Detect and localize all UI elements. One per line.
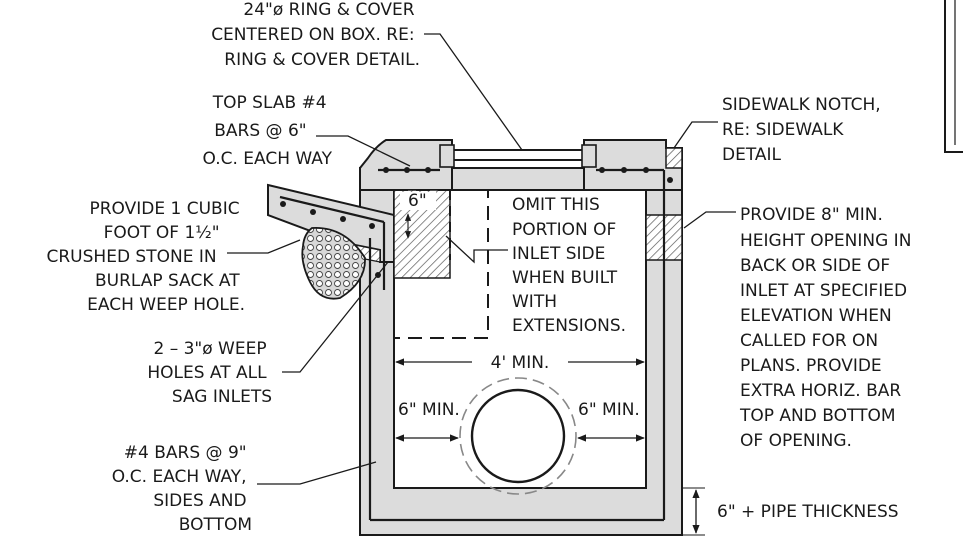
note-omit-portion-line: INLET SIDE bbox=[512, 244, 605, 264]
note-ring-cover-line: RING & COVER DETAIL. bbox=[224, 50, 420, 70]
note-sidewalk-notch: SIDEWALK NOTCH, RE: SIDEWALK DETAIL bbox=[722, 95, 886, 165]
note-bars-9: #4 BARS @ 9" O.C. EACH WAY, SIDES AND BO… bbox=[112, 443, 252, 535]
note-top-slab-line: O.C. EACH WAY bbox=[203, 149, 333, 169]
note-opening-line: BACK OR SIDE OF bbox=[740, 256, 890, 276]
note-weep-holes-line: HOLES AT ALL bbox=[147, 363, 267, 383]
note-opening-line: TOP AND BOTTOM bbox=[739, 406, 896, 426]
note-opening-line: OF OPENING. bbox=[740, 431, 852, 451]
bar-dots bbox=[280, 167, 673, 278]
dim-floor-thickness: 6" + PIPE THICKNESS bbox=[682, 487, 899, 536]
note-weep-holes-line: SAG INLETS bbox=[172, 387, 272, 407]
leader-lines bbox=[227, 33, 736, 485]
sheet-border-fragment bbox=[944, 0, 963, 153]
sidewalk-notch bbox=[665, 147, 683, 169]
note-sidewalk-notch-line: RE: SIDEWALK bbox=[722, 120, 844, 140]
note-top-slab-line: TOP SLAB #4 bbox=[212, 93, 327, 113]
note-crushed-stone-line: EACH WEEP HOLE. bbox=[87, 295, 245, 315]
note-crushed-stone-line: CRUSHED STONE IN bbox=[47, 247, 217, 267]
note-top-slab: TOP SLAB #4 BARS @ 6" O.C. EACH WAY bbox=[203, 93, 333, 169]
note-crushed-stone-line: PROVIDE 1 CUBIC bbox=[89, 199, 239, 219]
ring-and-cover bbox=[439, 144, 597, 168]
dim-6in-min-right: 6" MIN. bbox=[577, 400, 645, 442]
note-opening-line: HEIGHT OPENING IN bbox=[740, 231, 911, 251]
note-crushed-stone: PROVIDE 1 CUBIC FOOT OF 1½" CRUSHED STON… bbox=[47, 199, 246, 315]
note-weep-holes-line: 2 – 3"ø WEEP bbox=[153, 339, 266, 359]
note-ring-cover: 24"ø RING & COVER CENTERED ON BOX. RE: R… bbox=[211, 0, 420, 70]
note-bars-9-line: SIDES AND bbox=[153, 491, 246, 511]
crushed-stone-sack bbox=[301, 227, 366, 300]
note-omit-portion-line: EXTENSIONS. bbox=[512, 316, 626, 336]
inlet-box-walls bbox=[359, 167, 683, 536]
note-omit-portion: OMIT THIS PORTION OF INLET SIDE WHEN BUI… bbox=[512, 195, 626, 336]
omit-portion-outline bbox=[394, 189, 489, 339]
note-opening-line: CALLED FOR ON bbox=[740, 331, 878, 351]
note-sidewalk-notch-line: DETAIL bbox=[722, 145, 782, 165]
note-opening: PROVIDE 8" MIN. HEIGHT OPENING IN BACK O… bbox=[739, 205, 917, 451]
dim-4ft-label: 4' MIN. bbox=[491, 353, 550, 373]
note-bars-9-line: BOTTOM bbox=[179, 515, 252, 535]
note-omit-portion-line: OMIT THIS bbox=[512, 195, 600, 215]
note-opening-line: INLET AT SPECIFIED bbox=[740, 281, 907, 301]
note-ring-cover-line: CENTERED ON BOX. RE: bbox=[211, 25, 414, 45]
pipe-clearance-circle bbox=[459, 377, 577, 495]
note-ring-cover-line: 24"ø RING & COVER bbox=[243, 0, 414, 20]
note-crushed-stone-line: FOOT OF 1½" bbox=[104, 223, 220, 243]
dim-6in-min-left: 6" MIN. bbox=[395, 400, 460, 442]
note-opening-line: PROVIDE 8" MIN. bbox=[740, 205, 883, 225]
dim-6in-min-left-label: 6" MIN. bbox=[398, 400, 460, 420]
note-omit-portion-line: WITH bbox=[512, 292, 557, 312]
note-opening-line: PLANS. PROVIDE bbox=[740, 356, 882, 376]
dim-6in-top-label: 6" bbox=[408, 191, 427, 211]
note-crushed-stone-line: BURLAP SACK AT bbox=[95, 271, 240, 291]
dim-6in-min-right-label: 6" MIN. bbox=[578, 400, 640, 420]
note-bars-9-line: #4 BARS @ 9" bbox=[124, 443, 247, 463]
dim-6in-top: 6" bbox=[400, 191, 436, 239]
note-bars-9-line: O.C. EACH WAY, bbox=[112, 467, 247, 487]
note-sidewalk-notch-line: SIDEWALK NOTCH, bbox=[722, 95, 881, 115]
note-opening-line: EXTRA HORIZ. BAR bbox=[740, 381, 901, 401]
note-opening-line: ELEVATION WHEN bbox=[740, 306, 892, 326]
note-omit-portion-line: PORTION OF bbox=[512, 220, 616, 240]
pipe bbox=[470, 388, 566, 484]
note-top-slab-line: BARS @ 6" bbox=[214, 121, 306, 141]
note-weep-holes: 2 – 3"ø WEEP HOLES AT ALL SAG INLETS bbox=[147, 339, 272, 407]
note-omit-portion-line: WHEN BUILT bbox=[512, 268, 618, 288]
dim-4ft-min: 4' MIN. bbox=[395, 353, 645, 373]
dim-floor-thickness-label: 6" + PIPE THICKNESS bbox=[717, 502, 899, 522]
